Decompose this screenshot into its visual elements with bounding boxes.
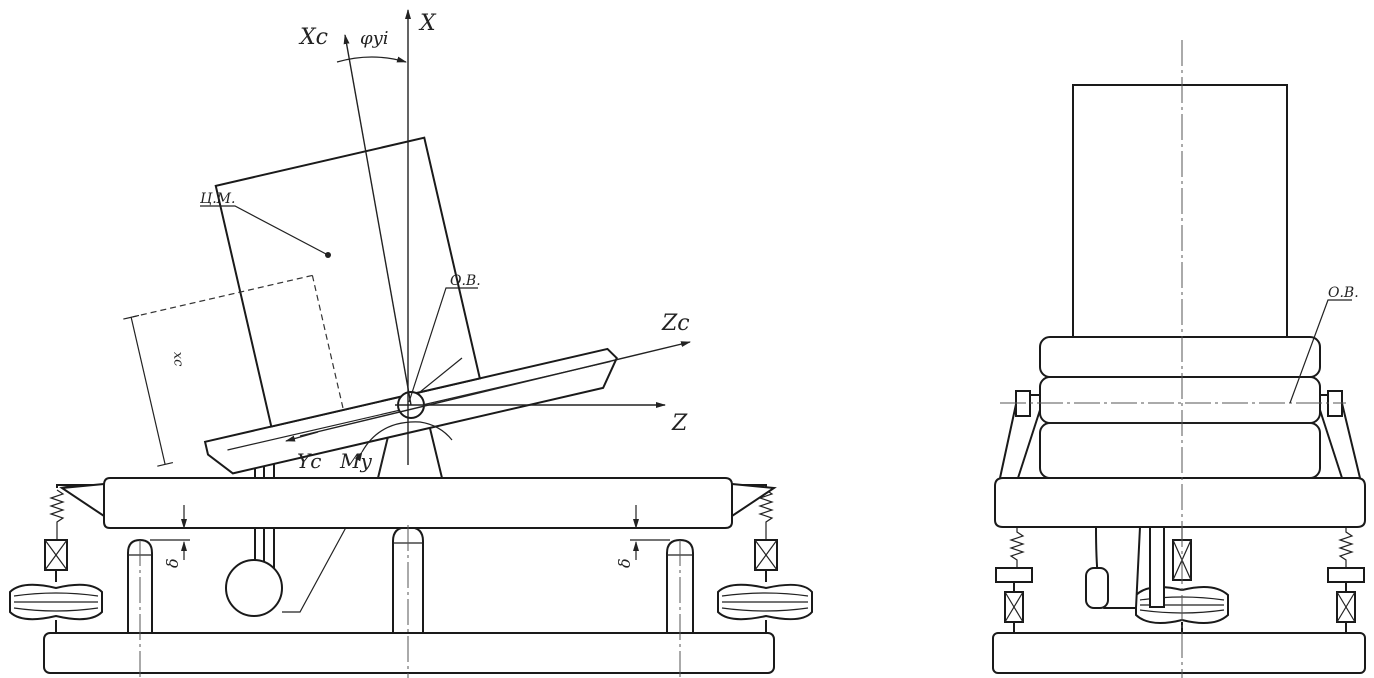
- base-plate: [43, 632, 775, 674]
- moment-arc: [354, 421, 453, 462]
- yc-axis-line: [285, 431, 319, 442]
- xc-axis-label: Xc: [298, 25, 328, 50]
- front-base-plate: [992, 632, 1366, 674]
- right-isolator: [717, 484, 813, 633]
- pivot-label-left: О.В.: [450, 273, 481, 289]
- front-platform: [1039, 336, 1321, 479]
- x-axis-label: X: [418, 11, 437, 36]
- pivot-tick: [419, 357, 463, 393]
- gap-label-left: δ: [163, 558, 182, 568]
- left-isolator: [9, 484, 111, 633]
- xc-axis-line: [343, 34, 412, 406]
- angle-label: φyi: [360, 28, 389, 49]
- front-body: [1072, 84, 1288, 338]
- offset-label: xc: [170, 351, 186, 367]
- zc-axis-label: Zc: [661, 311, 690, 336]
- pivot-leader-right: [1289, 299, 1352, 404]
- yc-axis-label: Yc: [297, 449, 321, 473]
- pivot-leader-left: [408, 287, 478, 403]
- center-mass-label: Ц.М.: [200, 191, 235, 207]
- moment-label: My: [339, 449, 372, 473]
- pivot-label-right: О.В.: [1328, 285, 1359, 301]
- front-pendulum: [1085, 526, 1165, 609]
- side-view: X Xc φyi Z Zc Yc My Ц.М. О.В. xc δ δ: [9, 9, 813, 678]
- angle-arc: [336, 56, 407, 63]
- center-mass-leader: [200, 205, 329, 256]
- gap-label-right: δ: [615, 558, 634, 568]
- front-table-beam: [994, 477, 1366, 528]
- gap-marks: [150, 505, 670, 560]
- tilted-assembly: [123, 136, 618, 475]
- support-posts: [127, 525, 694, 634]
- table-beam: [59, 477, 777, 529]
- front-view: О.В.: [992, 40, 1366, 678]
- zc-axis-line: [299, 341, 691, 437]
- z-axis-label: Z: [671, 411, 688, 436]
